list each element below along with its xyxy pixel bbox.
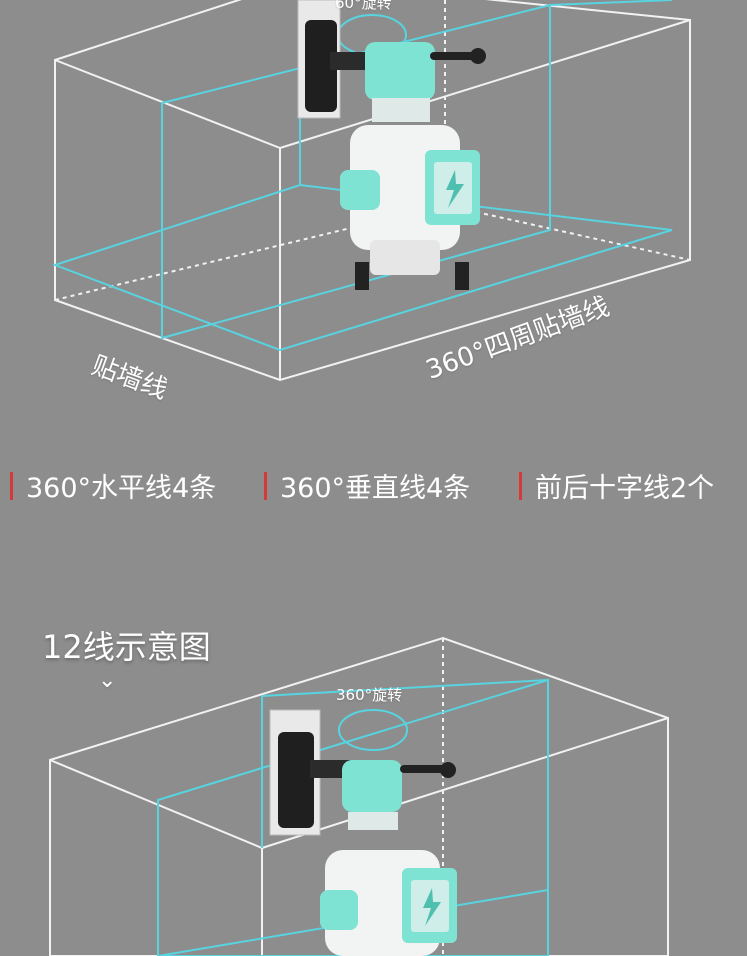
rotate-label: 60°旋转 xyxy=(335,0,392,12)
outer-box-outline xyxy=(49,636,669,956)
diagram-title: 12线示意图 xyxy=(42,628,211,666)
feature-cross-lines: 前后十字线2个 xyxy=(519,466,715,505)
wall-bracket xyxy=(269,709,350,836)
rotate-label: 360°旋转 xyxy=(336,686,403,704)
rotation-ring xyxy=(338,709,408,751)
top-diagram-graphic xyxy=(51,0,691,382)
feature-horizontal-lines: 360°水平线4条 xyxy=(10,466,217,505)
feature-divider xyxy=(264,472,267,500)
chevron-down-icon: ⌄ xyxy=(98,668,117,693)
feature-vertical-lines: 360°垂直线4条 xyxy=(264,466,471,505)
laser-device xyxy=(320,760,457,956)
wall-bracket xyxy=(297,0,370,119)
feature-divider xyxy=(519,472,522,500)
feature-label: 前后十字线2个 xyxy=(535,473,715,504)
feature-list: 360°水平线4条 360°垂直线4条 前后十字线2个 xyxy=(0,460,747,510)
feature-divider xyxy=(10,472,13,500)
feature-label: 360°水平线4条 xyxy=(26,473,217,504)
bottom-diagram-graphic xyxy=(49,636,669,956)
bottom-diagram: 12线示意图 ⌄ 360°旋转 xyxy=(0,560,747,956)
feature-label: 360°垂直线4条 xyxy=(280,473,471,504)
laser-device xyxy=(340,42,486,290)
top-diagram: 60°旋转 贴墙线 360°四周贴墙线 xyxy=(0,0,747,420)
